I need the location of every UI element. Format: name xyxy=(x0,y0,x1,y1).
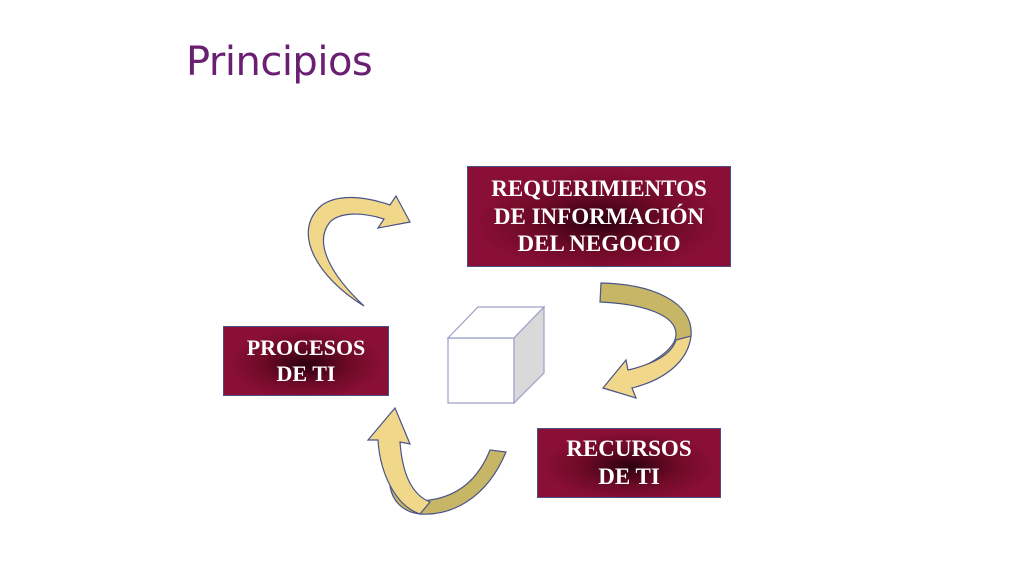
page-title: Principios xyxy=(186,39,373,85)
arrow-requerimientos-to-recursos-icon xyxy=(601,335,692,399)
requerimientos-line-1: REQUERIMIENTOS xyxy=(491,176,707,202)
recursos-box: RECURSOS DE TI xyxy=(537,428,721,498)
recursos-line-1: RECURSOS xyxy=(566,436,692,462)
procesos-line-1: PROCESOS xyxy=(246,334,366,360)
arrow-recursos-to-procesos-icon xyxy=(366,406,431,515)
cube-icon xyxy=(446,305,546,405)
requerimientos-box: REQUERIMIENTOS DE INFORMACIÓN DEL NEGOCI… xyxy=(467,166,731,267)
arrow-procesos-to-requerimientos-icon xyxy=(307,194,411,307)
requerimientos-line-3: DEL NEGOCIO xyxy=(517,231,681,257)
procesos-box: PROCESOS DE TI xyxy=(223,326,389,396)
recursos-line-2: DE TI xyxy=(598,464,660,489)
procesos-line-2: DE TI xyxy=(276,361,336,386)
requerimientos-line-2: DE INFORMACIÓN xyxy=(493,203,705,229)
